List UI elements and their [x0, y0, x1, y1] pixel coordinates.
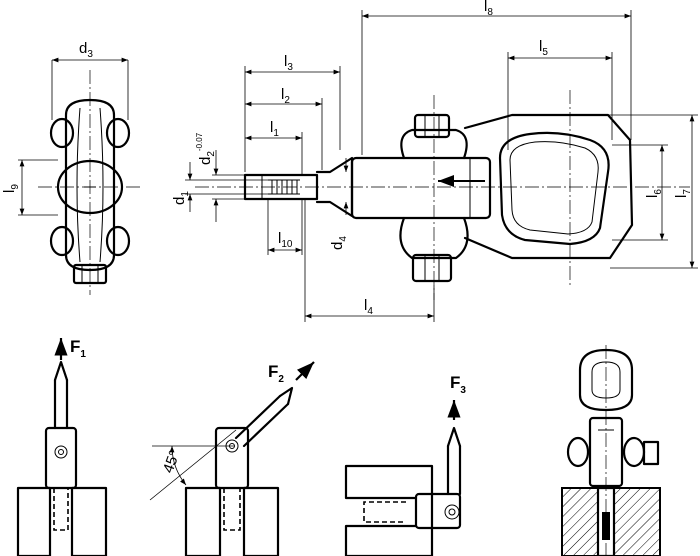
dim-l5-label: l5 — [539, 38, 548, 58]
force-f2-label: F2 — [268, 362, 284, 385]
usage-view-f3: F3 — [344, 373, 466, 556]
dim-d2-label: d2-0.07 — [195, 132, 217, 165]
force-f1-label: F1 — [70, 337, 86, 360]
dim-l2-label: l2 — [281, 86, 290, 106]
dim-l4-label: l4 — [364, 297, 373, 317]
dim-l3-label: l3 — [284, 53, 293, 73]
dim-l1-label: l1 — [270, 119, 279, 139]
dim-d3-label: d3 — [79, 40, 93, 60]
dim-l8-label: l8 — [484, 0, 493, 18]
usage-view-f2: 45° F2 — [149, 361, 315, 556]
thread-lines — [271, 180, 298, 194]
dim-l10-label: l10 — [278, 230, 293, 250]
dim-d1-label: d1 — [171, 191, 191, 205]
dimension-labels: d3 l9 l3 l2 l1 d2-0.07 d1 l10 d4 l4 l8 l… — [1, 0, 693, 317]
side-view — [18, 57, 140, 295]
force-f3-label: F3 — [450, 373, 466, 396]
usage-view-f1: F1 — [16, 337, 108, 556]
front-view — [185, 10, 698, 322]
dim-l6-label: l6 — [644, 189, 664, 198]
dim-l9-label: l9 — [1, 184, 21, 193]
angle-label: 45° — [160, 448, 184, 475]
dim-d4-label: d4 — [329, 236, 349, 250]
usage-view-section — [561, 345, 661, 556]
dim-l7-label: l7 — [673, 189, 693, 198]
